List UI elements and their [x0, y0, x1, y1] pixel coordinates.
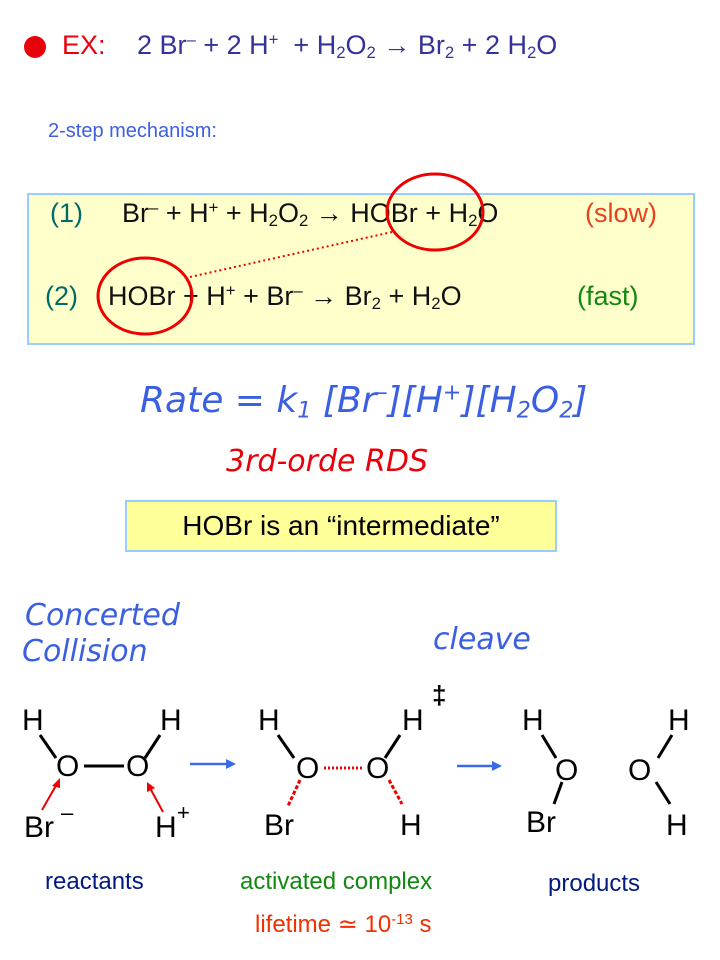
atom-h: H [522, 704, 544, 737]
atom-h: H [22, 704, 44, 737]
intermediate-highlight [96, 172, 485, 336]
atom-o: O [628, 754, 651, 787]
cleave-label: cleave [433, 622, 531, 657]
collision-label: Collision [22, 634, 148, 669]
superscript: + [268, 29, 279, 49]
products-label: products [548, 870, 641, 897]
atom-h: H [666, 809, 688, 842]
superscript: + [442, 379, 462, 406]
subscript: 1 [297, 397, 312, 424]
intermediate-note: HOBr is an “intermediate” [125, 500, 557, 552]
reactants-structure: H H O O Br – H + [22, 704, 190, 844]
equation-text: → Br [302, 281, 372, 311]
superscript: – [186, 29, 196, 49]
lifetime-unit: s [412, 911, 432, 938]
atom-o: O [126, 750, 149, 783]
rds-note: 3rd-orde RDS [226, 444, 429, 479]
superscript: + [225, 280, 236, 300]
reactants-label: reactants [45, 868, 144, 895]
lifetime-label: lifetime ≃ 10-13 s [255, 910, 432, 939]
equation-text: + 2 H [195, 30, 269, 60]
atom-br: Br [24, 811, 54, 844]
dotted-connector [189, 231, 393, 278]
superscript: – [293, 280, 303, 300]
equation-text: Rate = k [140, 380, 298, 421]
step1-number: (1) [50, 198, 83, 228]
atom-h: H [258, 704, 280, 737]
step2-number: (2) [45, 281, 78, 311]
atom-br: Br [264, 809, 294, 842]
atom-o: O [366, 752, 389, 785]
hobr-circle-step2 [96, 256, 194, 336]
subscript: 2 [444, 43, 455, 63]
step1-speed: (slow) [585, 198, 657, 228]
equation-text: 2 Br [137, 30, 187, 60]
plus-sign: + [177, 800, 190, 825]
rate-law: Rate = k1 [Br–][H+][H2O2] [140, 379, 588, 424]
equation-text: O [440, 281, 462, 311]
ex-label: EX: [62, 30, 106, 60]
lifetime-text: lifetime ≃ 10 [255, 911, 392, 938]
equation-text: HOBr + H [108, 281, 226, 311]
products-structure: H O Br H O H [522, 704, 690, 842]
equation-text: + H [158, 198, 209, 228]
atom-h: H [668, 704, 690, 737]
equation-text: + Br [235, 281, 294, 311]
equation-text: O [345, 30, 367, 60]
subscript: 2 [468, 211, 478, 231]
atom-br: Br [526, 806, 556, 839]
equation-text: ] [573, 380, 588, 421]
lifetime-exponent: -13 [391, 910, 413, 928]
equation-text: + H [278, 30, 337, 60]
subscript: 2 [526, 43, 537, 63]
atom-h: H [160, 704, 182, 737]
equation-text: O [536, 30, 558, 60]
equation-text: + 2 H [454, 30, 527, 60]
concerted-label: Concerted [25, 598, 180, 633]
atom-o: O [296, 752, 319, 785]
mechanism-title: 2-step mechanism: [48, 120, 217, 142]
equation-text: + H [218, 198, 269, 228]
subscript: 2 [371, 294, 381, 314]
intermediate-note-text: HOBr is an “intermediate” [182, 510, 500, 541]
atom-h: H [155, 811, 177, 844]
subscript: 2 [431, 294, 441, 314]
arrow-icon [190, 759, 236, 769]
bullet-icon [24, 36, 46, 58]
superscript: + [208, 197, 219, 217]
arrow-icon [457, 761, 502, 771]
step2-speed: (fast) [577, 281, 639, 311]
mechanism-box [27, 193, 695, 345]
equation-text: [Br [311, 380, 377, 421]
atom-h: H [400, 809, 422, 842]
equation-text: O [530, 380, 560, 421]
step2-equation: HOBr + H+ + Br– → Br2 + H2O [108, 281, 462, 312]
overall-equation: 2 Br– + 2 H+ + H2O2 → Br2 + 2 H2O [137, 30, 557, 61]
equation-text: O [277, 198, 299, 228]
equation-text: ][H [387, 380, 443, 421]
subscript: 2 [559, 397, 574, 424]
double-dagger-icon: ‡ [432, 680, 447, 710]
equation-text: + H [380, 281, 432, 311]
step1-equation: Br– + H+ + H2O2 → HOBr + H2O [122, 198, 498, 229]
atom-h: H [402, 704, 424, 737]
equation-text: → HOBr + H [308, 198, 469, 228]
minus-sign: – [61, 800, 74, 825]
equation-text: → Br [375, 30, 445, 60]
activated-complex-structure: H H O O Br H [258, 704, 424, 842]
superscript: – [149, 197, 159, 217]
equation-text: ][H [461, 380, 517, 421]
subscript: 2 [366, 43, 376, 63]
superscript: – [376, 379, 388, 406]
mechanism-diagram: H H O O Br – H + H H O O Br [22, 704, 690, 844]
subscript: 2 [516, 397, 531, 424]
atom-o: O [56, 750, 79, 783]
subscript: 2 [268, 211, 278, 231]
subscript: 2 [336, 43, 346, 63]
atom-o: O [555, 754, 578, 787]
subscript: 2 [298, 211, 309, 231]
activated-complex-label: activated complex [240, 868, 433, 895]
equation-text: Br [122, 198, 149, 228]
hobr-circle-step1 [385, 172, 485, 252]
